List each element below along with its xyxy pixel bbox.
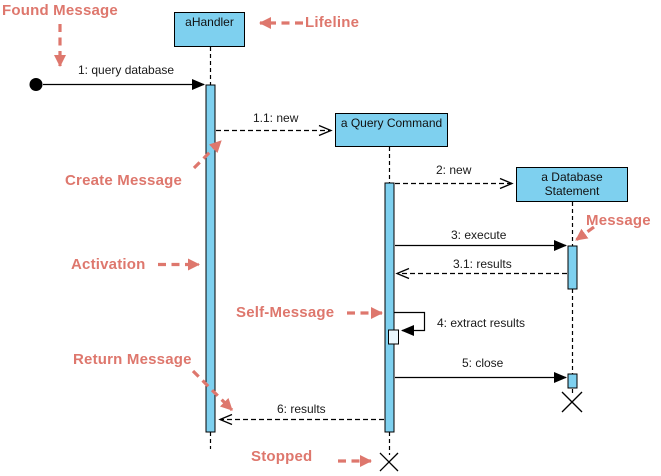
message-label-4-extract-results: 4: extract results bbox=[437, 316, 526, 330]
found-message-circle bbox=[29, 78, 43, 91]
message-label-2-new: 2: new bbox=[436, 163, 472, 177]
annotation-return-message: Return Message bbox=[73, 351, 192, 368]
annotation-arrow-message bbox=[575, 225, 595, 242]
lifeline-head-ahandler-label: aHandler bbox=[185, 15, 234, 29]
activation-bar-ahandler bbox=[205, 84, 216, 433]
activation-bar-self-message bbox=[388, 329, 399, 345]
message-line-4-self bbox=[394, 311, 426, 336]
message-label-1-1-new: 1.1: new bbox=[253, 111, 299, 125]
message-label-3-execute: 3: execute bbox=[451, 228, 507, 242]
activation-bar-query-command bbox=[384, 182, 395, 433]
annotation-found-message: Found Message bbox=[2, 2, 118, 19]
activation-bar-database-statement bbox=[567, 245, 578, 290]
annotation-lifeline: Lifeline bbox=[305, 14, 360, 31]
lifeline-head-query-command-label: a Query Command bbox=[340, 116, 443, 130]
lifeline-head-database-statement: a Database Statement bbox=[516, 167, 628, 202]
annotation-arrow-return-message bbox=[191, 369, 234, 412]
message-label-6-results: 6: results bbox=[277, 402, 326, 416]
annotation-self-message: Self-Message bbox=[236, 304, 335, 321]
annotation-arrow-create-message bbox=[192, 139, 223, 170]
annotation-activation: Activation bbox=[71, 256, 146, 273]
annotation-message: Message bbox=[586, 212, 651, 229]
annotation-create-message: Create Message bbox=[65, 172, 183, 189]
message-label-3-1-results: 3.1: results bbox=[453, 257, 512, 271]
activation-bar-database-close bbox=[567, 373, 578, 389]
lifeline-head-database-statement-label: a Database Statement bbox=[541, 170, 603, 198]
lifeline-head-query-command: a Query Command bbox=[335, 113, 448, 147]
destroy-x-query-command bbox=[379, 452, 399, 472]
annotation-stopped: Stopped bbox=[251, 448, 313, 465]
destroy-x-database-statement bbox=[561, 391, 583, 413]
lifeline-head-ahandler: aHandler bbox=[174, 12, 245, 47]
message-label-1-query-database: 1: query database bbox=[78, 63, 175, 77]
message-label-5-close: 5: close bbox=[462, 356, 504, 370]
